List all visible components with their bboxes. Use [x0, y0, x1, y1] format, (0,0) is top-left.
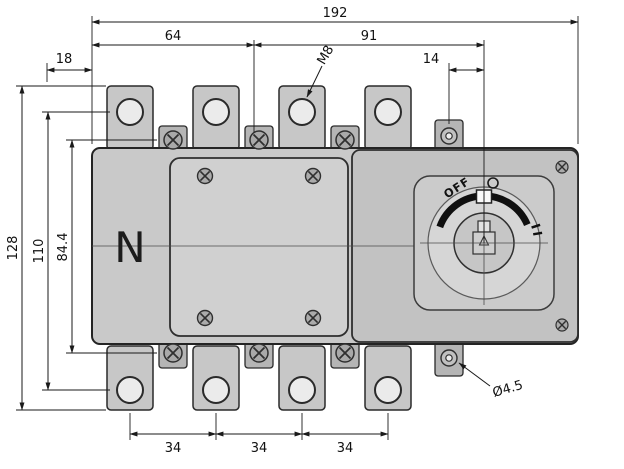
- fixing-hole-icon: [440, 349, 458, 367]
- dim-label-overall-width: 192: [323, 6, 348, 21]
- on-position-tick: [531, 223, 541, 229]
- dim-label-pole-pitch-1: 34: [165, 441, 182, 456]
- cover-screw-icon: [304, 309, 322, 327]
- dim-terminal-hole-spacing: 110: [32, 111, 110, 391]
- neutral-pole-label: N: [114, 223, 145, 272]
- terminal-screw-icon: [335, 130, 355, 150]
- dim-fixing-hole-diameter: Ø4.5: [458, 362, 525, 401]
- dim-left-offset: 18: [46, 52, 93, 82]
- terminal-hole: [202, 98, 230, 126]
- terminal-hole: [288, 98, 316, 126]
- terminal-screw-icon: [163, 130, 183, 150]
- fixing-hole-icon: [440, 127, 458, 145]
- terminal-hole: [116, 376, 144, 404]
- dim-label-left-width: 64: [165, 29, 182, 44]
- terminal-screw-icon: [335, 343, 355, 363]
- cover-plate: [169, 157, 349, 337]
- cover-screw-icon: [196, 309, 214, 327]
- terminal-screw-icon: [249, 130, 269, 150]
- dim-label-screw-row-spacing: 84.4: [56, 233, 71, 262]
- dim-pole-pitch: 34 34 34: [129, 413, 389, 456]
- off-indicator-icon: [487, 177, 499, 189]
- housing-screw-icon: [555, 160, 569, 174]
- terminal-hole: [288, 376, 316, 404]
- dim-label-terminal-hole-spacing: 110: [32, 239, 47, 264]
- bottom-terminals: [106, 345, 412, 411]
- dim-label-left-offset: 18: [56, 52, 73, 67]
- cover-screw-icon: [196, 167, 214, 185]
- dim-label-handle-width: 91: [361, 29, 378, 44]
- dim-label-terminal-thread: M8: [315, 43, 338, 67]
- terminal-hole: [374, 376, 402, 404]
- dim-overall-height: 128: [6, 85, 106, 411]
- dim-label-fixing-hole-dia: Ø4.5: [491, 378, 525, 401]
- terminal-screw-icon: [249, 343, 269, 363]
- housing-screw-icon: [555, 318, 569, 332]
- dim-label-fixing-offset: 14: [423, 52, 440, 67]
- terminal-hole: [374, 98, 402, 126]
- on-position-tick: [532, 231, 543, 236]
- terminal-hole: [116, 98, 144, 126]
- dim-screw-row-spacing: 84.4: [56, 139, 157, 354]
- terminal-screw-icon: [163, 343, 183, 363]
- dim-left-and-handle-width: 64 91: [91, 29, 485, 243]
- terminal-hole: [202, 376, 230, 404]
- dim-overall-width: 192: [91, 6, 579, 144]
- cover-screw-icon: [304, 167, 322, 185]
- dim-label-overall-height: 128: [6, 236, 21, 261]
- dim-label-pole-pitch-2: 34: [251, 441, 268, 456]
- dim-label-pole-pitch-3: 34: [337, 441, 354, 456]
- top-terminals: [106, 85, 412, 151]
- dim-fixing-offset: 14: [423, 52, 485, 124]
